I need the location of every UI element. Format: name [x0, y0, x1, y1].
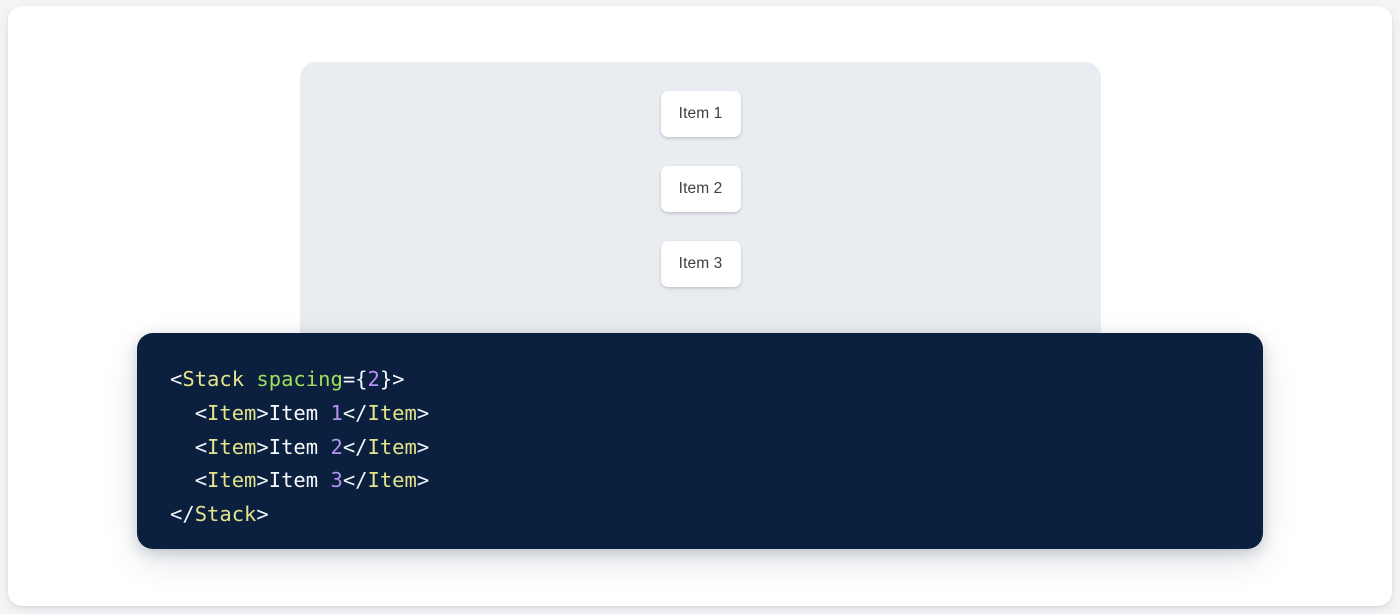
code-snippet-panel: <Stack spacing={2}> <Item>Item 1</Item> … — [137, 333, 1263, 549]
code-token-tag: Item — [367, 434, 417, 459]
code-token-tag: Item — [207, 468, 257, 493]
code-token-num: 1 — [330, 400, 343, 425]
stack-item[interactable]: Item 2 — [660, 166, 741, 212]
code-token-punct: > — [416, 468, 430, 493]
code-token-text: Item — [268, 400, 331, 425]
stack-item-label: Item 1 — [678, 105, 723, 122]
code-token-punct: < — [194, 468, 208, 493]
stack-item[interactable]: Item 1 — [660, 91, 741, 137]
code-token-num: 3 — [330, 468, 343, 493]
stack-item-label: Item 2 — [678, 180, 723, 197]
code-line: <Item>Item 1</Item> — [170, 397, 1263, 431]
code-token-punct: < — [170, 367, 183, 391]
code-token-text — [244, 367, 256, 391]
code-token-text: Item — [268, 434, 331, 459]
code-token-tag: Stack — [182, 367, 245, 391]
stack-item-label: Item 3 — [678, 255, 723, 272]
code-token-text — [170, 468, 195, 492]
code-token-punct: > — [416, 400, 430, 425]
stack-container: Item 1 Item 2 Item 3 — [300, 91, 1101, 287]
code-token-num: 2 — [367, 367, 380, 391]
code-token-tag: Stack — [194, 502, 257, 527]
code-token-tag: Item — [367, 400, 417, 425]
code-token-punct: </ — [342, 468, 368, 493]
code-line: <Stack spacing={2}> — [170, 363, 1263, 397]
code-token-text: Item — [268, 468, 331, 493]
component-preview-panel: Item 1 Item 2 Item 3 — [300, 62, 1101, 362]
code-line: <Item>Item 2</Item> — [170, 431, 1263, 465]
code-token-attr: spacing — [256, 367, 343, 391]
code-token-punct: > — [256, 434, 269, 459]
code-token-punct: > — [256, 468, 269, 493]
code-token-punct: ={ — [342, 367, 368, 391]
code-token-punct: }> — [379, 367, 405, 391]
code-token-tag: Item — [207, 434, 257, 459]
code-token-punct: < — [194, 434, 208, 459]
code-token-punct: </ — [342, 400, 368, 425]
code-token-punct: </ — [170, 502, 195, 527]
code-token-punct: </ — [342, 434, 368, 459]
code-token-tag: Item — [207, 400, 257, 425]
code-block[interactable]: <Stack spacing={2}> <Item>Item 1</Item> … — [170, 363, 1263, 532]
code-token-tag: Item — [367, 468, 417, 493]
code-line: </Stack> — [170, 498, 1263, 532]
code-token-text — [170, 435, 195, 459]
code-line: <Item>Item 3</Item> — [170, 464, 1263, 498]
code-token-text — [170, 401, 195, 425]
code-token-num: 2 — [330, 434, 343, 459]
stack-item[interactable]: Item 3 — [660, 241, 741, 287]
code-token-punct: > — [256, 502, 269, 527]
code-token-punct: > — [416, 434, 430, 459]
code-token-punct: < — [194, 400, 208, 425]
code-token-punct: > — [256, 400, 269, 425]
